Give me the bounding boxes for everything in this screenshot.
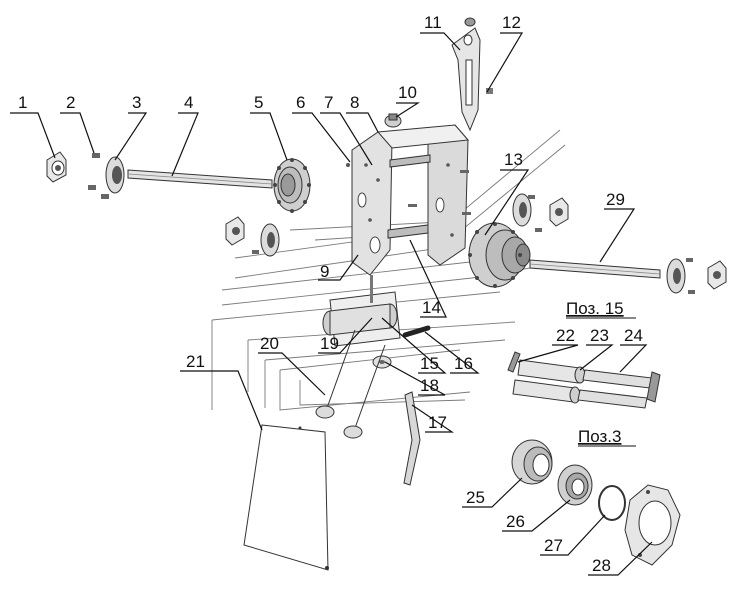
label-6: 6	[296, 93, 305, 112]
part-29-hex-shaft	[529, 259, 661, 279]
label-3: 3	[132, 93, 141, 112]
pos3-bearing-detail	[511, 439, 681, 566]
part-5-sprocket-cluster	[273, 158, 311, 213]
part-27-retaining-ring	[598, 485, 626, 521]
part-2-bolts	[88, 153, 109, 199]
detail-captions: Поз. 15 Поз.3	[566, 299, 636, 447]
part-28-cover	[624, 484, 681, 566]
part-20-lever-pads	[315, 329, 386, 439]
label-7: 7	[324, 93, 333, 112]
label-12: 12	[502, 13, 521, 32]
label-27: 27	[544, 536, 563, 555]
part-number-labels: 1 2 3 4 5 6 7 8 10 11 12 13 29 9 14 19 2…	[18, 13, 643, 575]
caption-pos3: Поз.3	[578, 427, 621, 446]
part-15-roller-assembly	[322, 275, 401, 347]
part-10-knob	[384, 113, 402, 128]
left-lower-clamp-and-flange	[225, 216, 280, 257]
right-lower-flange-and-clamp	[666, 258, 727, 294]
part-1-clamp	[46, 151, 67, 183]
part-12-pin	[464, 17, 493, 94]
label-4: 4	[184, 93, 193, 112]
part-3-flange-bearing	[105, 156, 125, 194]
leader-lines	[10, 32, 653, 576]
label-11: 11	[424, 13, 442, 32]
label-20: 20	[260, 334, 279, 353]
label-28: 28	[592, 556, 611, 575]
label-19: 19	[320, 334, 339, 353]
label-15: 15	[420, 354, 439, 373]
label-5: 5	[254, 93, 263, 112]
caption-pos15: Поз. 15	[566, 299, 624, 318]
label-22: 22	[556, 326, 575, 345]
part-11-lever-bracket	[451, 27, 481, 132]
part-25-sprocket-hub	[511, 439, 553, 485]
part-18-disc	[372, 355, 392, 369]
main-housing-frame	[346, 124, 471, 276]
label-26: 26	[506, 512, 525, 531]
part-26-bearing	[557, 464, 593, 506]
part-21-shield-plate	[243, 424, 329, 571]
part-16-pin-roller	[402, 325, 431, 338]
label-17: 17	[428, 413, 447, 432]
right-upper-flange-and-clamp	[512, 193, 569, 232]
label-21: 21	[186, 352, 205, 371]
label-10: 10	[398, 83, 417, 102]
label-25: 25	[466, 488, 485, 507]
label-1: 1	[18, 93, 27, 112]
part-4-hex-shaft	[127, 169, 273, 189]
pos15-roller-detail	[507, 351, 661, 409]
label-23: 23	[590, 326, 609, 345]
label-18: 18	[420, 376, 439, 395]
part-17-long-lever	[403, 391, 421, 486]
label-16: 16	[454, 354, 473, 373]
label-8: 8	[350, 93, 359, 112]
label-9: 9	[320, 262, 329, 281]
label-13: 13	[504, 150, 523, 169]
part-13-sprocket-cluster	[468, 222, 531, 288]
label-24: 24	[624, 326, 643, 345]
label-2: 2	[66, 93, 75, 112]
label-29: 29	[606, 190, 625, 209]
label-14: 14	[422, 298, 441, 317]
